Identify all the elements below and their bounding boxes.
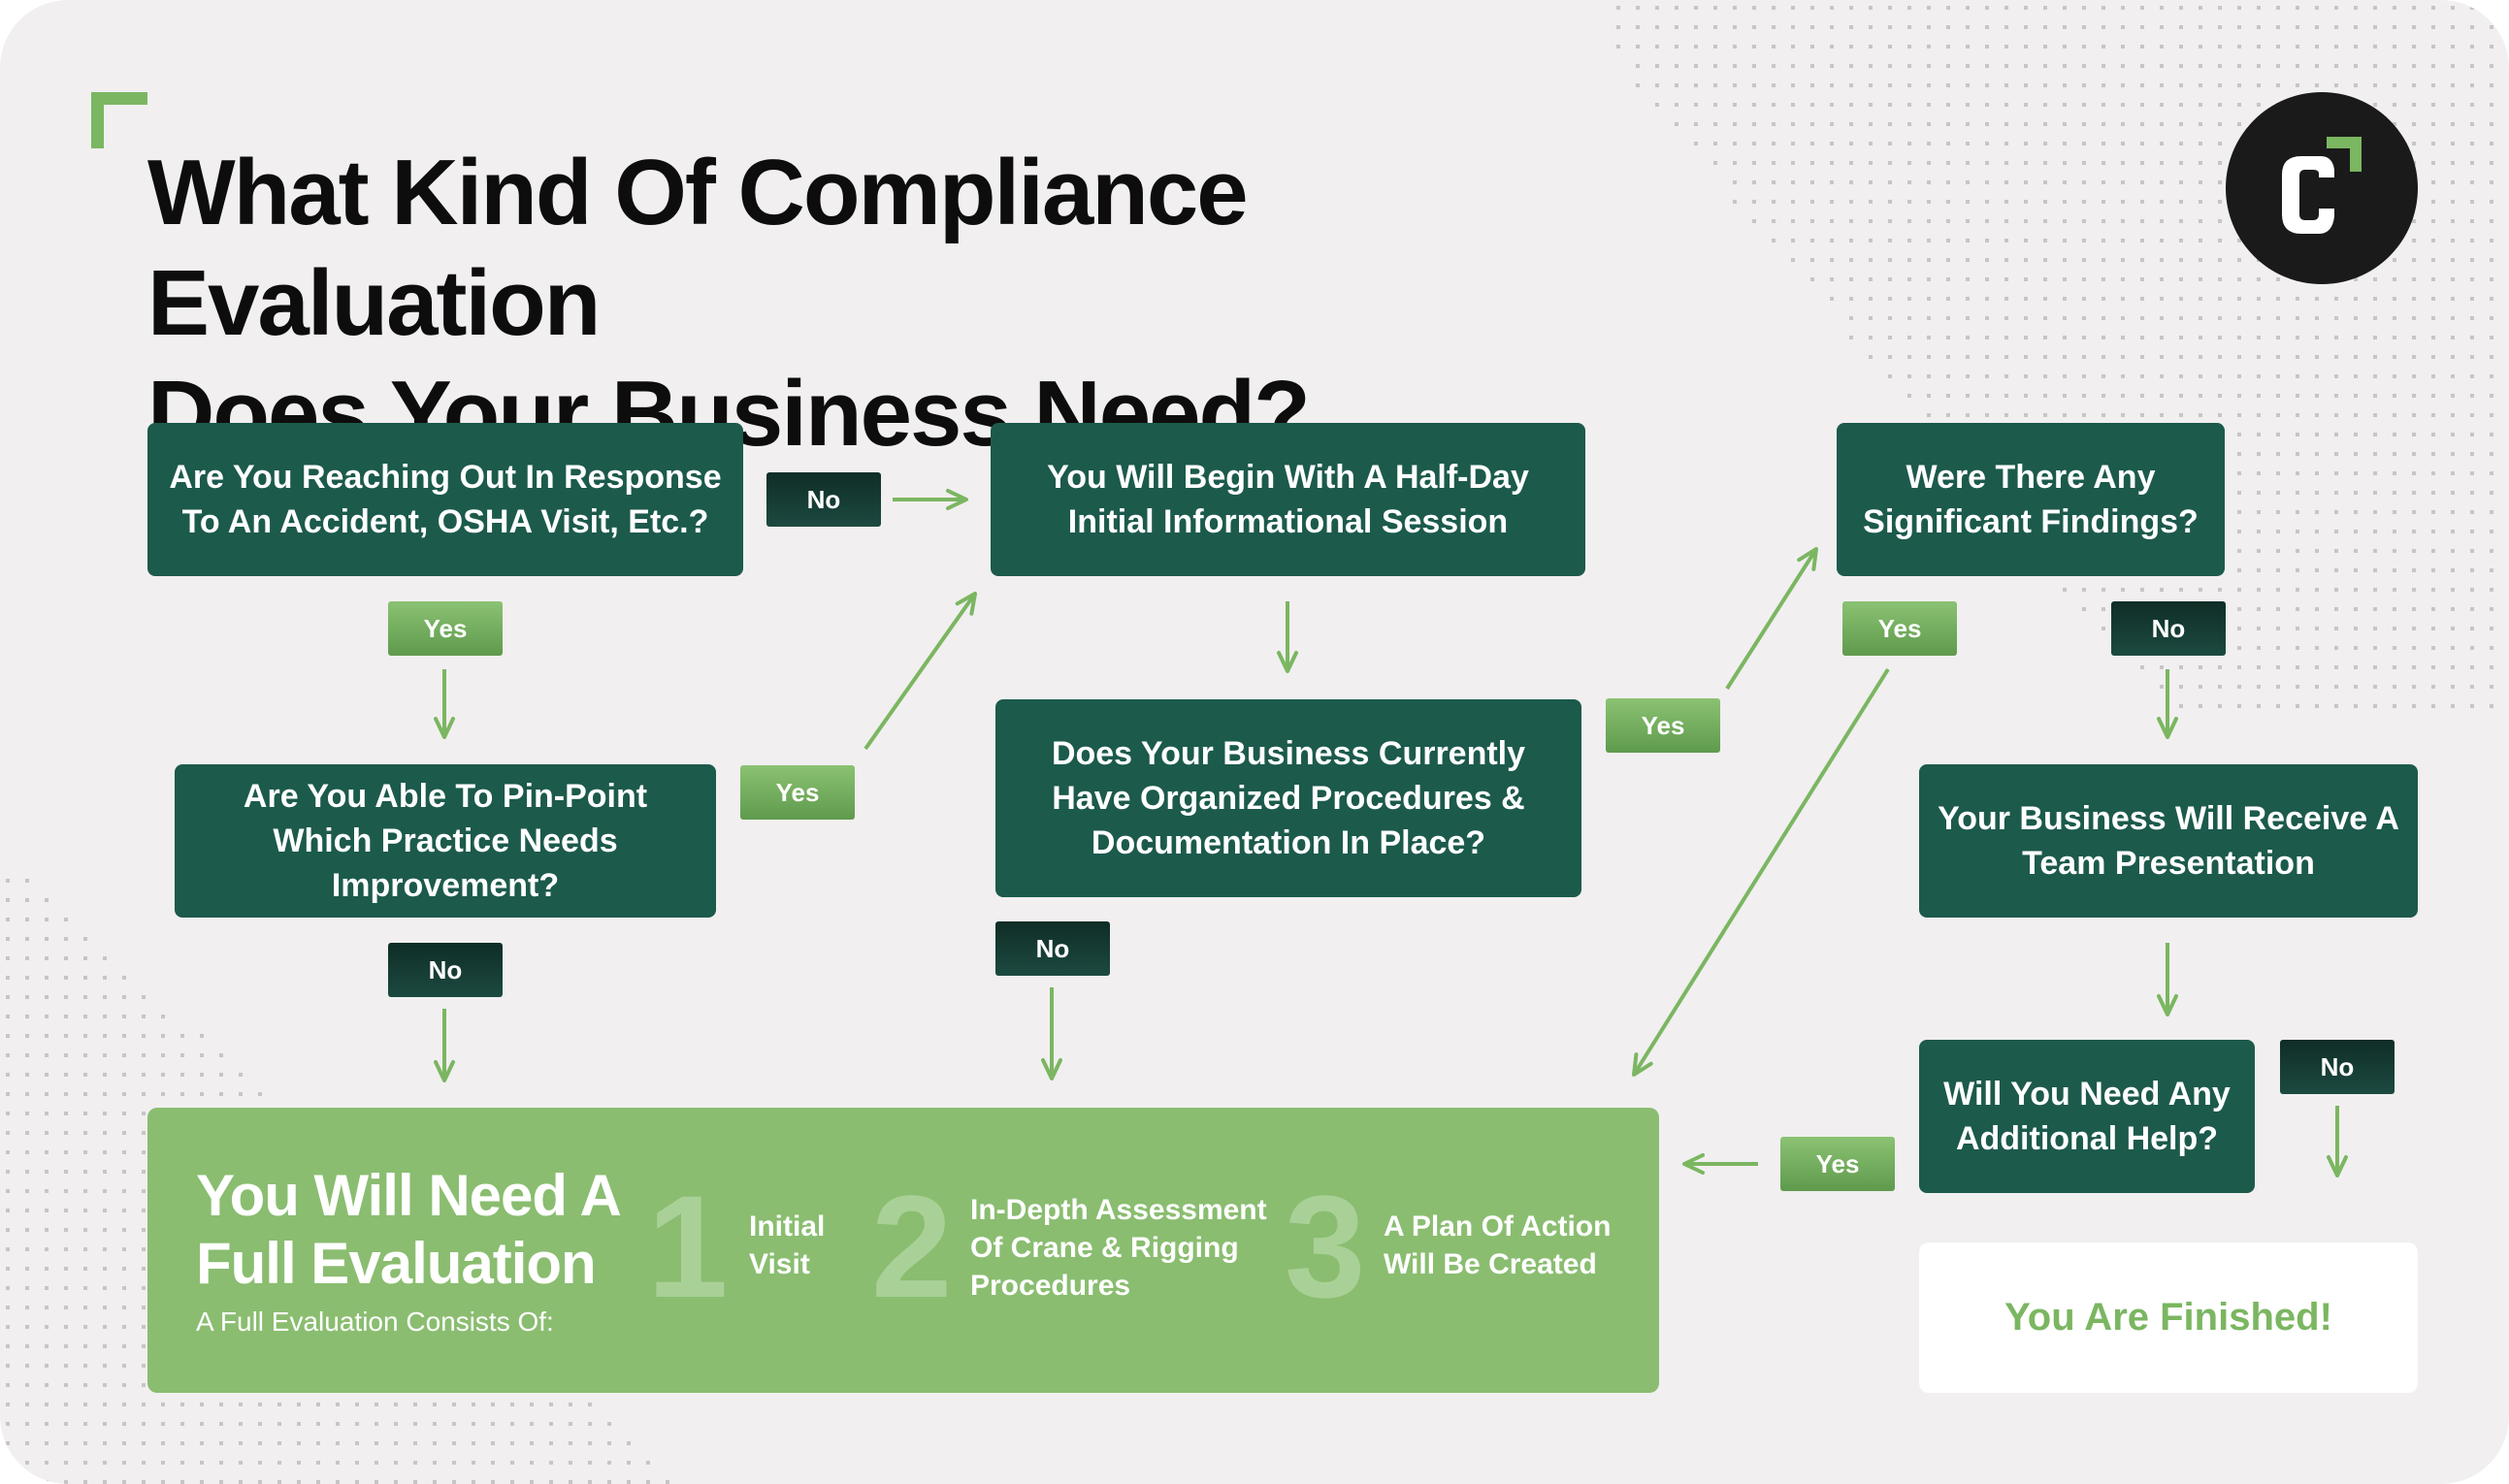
label-yes-additional: Yes: [1780, 1137, 1895, 1191]
title-line-1: What Kind Of Compliance Evaluation: [147, 141, 1249, 355]
full-evaluation-panel: You Will Need A Full Evaluation A Full E…: [147, 1108, 1659, 1393]
node-procedures-question: Does Your Business Currently Have Organi…: [995, 699, 1581, 897]
label-yes-pinpoint: Yes: [740, 765, 855, 820]
arrow-yes-procedures-to-findings: [1725, 547, 1818, 691]
label-yes-findings: Yes: [1842, 601, 1957, 656]
label-yes-procedures: Yes: [1606, 698, 1720, 753]
full-evaluation-subheading: A Full Evaluation Consists Of:: [196, 1307, 554, 1337]
node-pinpoint-question: Are You Able To Pin-Point Which Practice…: [175, 764, 716, 918]
label-no-findings: No: [2111, 601, 2226, 656]
node-findings-question: Were There Any Significant Findings?: [1837, 423, 2225, 576]
node-accident-question: Are You Reaching Out In Response To An A…: [147, 423, 743, 576]
arrow-yes-findings-to-full: [1632, 667, 1890, 1077]
node-finished: You Are Finished!: [1919, 1242, 2418, 1393]
step-3-number: 3: [1285, 1165, 1366, 1328]
page-title: What Kind Of Compliance Evaluation Does …: [147, 138, 1700, 469]
label-no-pinpoint: No: [388, 943, 503, 997]
node-additional-help-question: Will You Need Any Additional Help?: [1919, 1040, 2255, 1193]
company-c-logo-icon: [2226, 92, 2418, 284]
label-no-additional: No: [2280, 1040, 2395, 1094]
node-team-presentation: Your Business Will Receive A Team Presen…: [1919, 764, 2418, 918]
step-2-number: 2: [871, 1165, 953, 1328]
label-no-accident: No: [766, 472, 881, 527]
arrow-yes-pinpoint-to-half-day: [863, 592, 977, 751]
label-no-procedures: No: [995, 921, 1110, 976]
step-3-text: A Plan Of Action Will Be Created: [1384, 1210, 1612, 1280]
step-2-text: In-Depth Assessment Of Crane & Rigging P…: [970, 1194, 1267, 1302]
label-yes-accident: Yes: [388, 601, 503, 656]
node-half-day-session: You Will Begin With A Half-Day Initial I…: [991, 423, 1585, 576]
step-1-number: 1: [647, 1165, 729, 1328]
corner-bracket-decoration: [91, 92, 147, 148]
full-evaluation-heading: You Will Need A Full Evaluation: [196, 1163, 620, 1296]
step-1-text: Initial Visit: [749, 1210, 826, 1280]
